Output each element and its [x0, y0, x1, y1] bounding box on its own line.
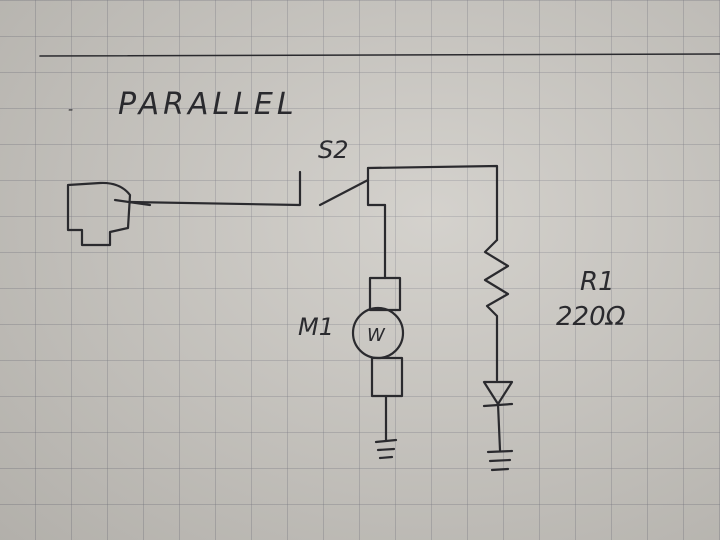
title-parallel: PARALLEL	[118, 87, 298, 122]
diode	[482, 380, 514, 452]
motor-upper-block	[368, 276, 402, 312]
motor-ground	[374, 394, 398, 460]
motor-label: M1	[298, 313, 334, 341]
resistor-label: R1	[580, 267, 615, 297]
wire-top	[366, 164, 499, 242]
switch-s2	[318, 166, 387, 207]
switch-label: S2	[318, 136, 349, 164]
resistor-r1	[483, 238, 510, 382]
motor-lower-block	[370, 356, 404, 398]
motor-symbol-text: W	[367, 325, 386, 346]
wire-left	[128, 170, 302, 207]
header-rule	[39, 53, 720, 57]
resistor-value: 220Ω	[556, 302, 626, 332]
resistor-ground	[486, 449, 514, 472]
battery-clip	[66, 181, 152, 247]
title-dash: -	[68, 102, 73, 118]
